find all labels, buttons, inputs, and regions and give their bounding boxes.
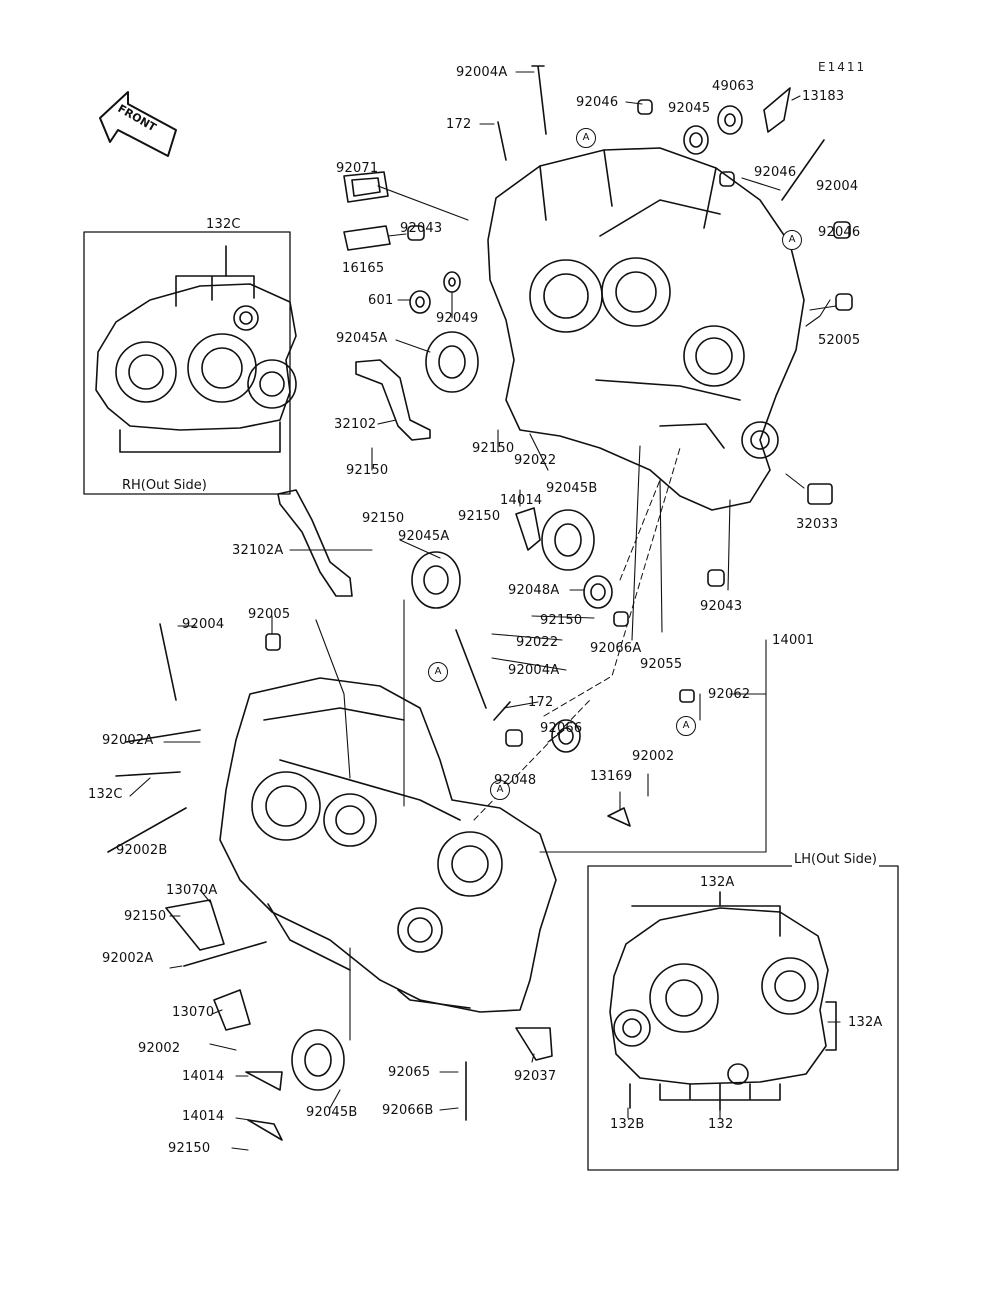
- bearing-49063: [717, 105, 743, 135]
- part-label-13183: 13183: [802, 89, 845, 104]
- front-arrow-icon: [99, 91, 177, 157]
- part-label-92046: 92046: [818, 225, 861, 240]
- part-label-92005: 92005: [248, 607, 291, 622]
- brackets: [165, 87, 791, 1141]
- part-label-92004: 92004: [816, 179, 859, 194]
- part-label-16165: 16165: [342, 261, 385, 276]
- reference-code: E1411: [818, 60, 867, 74]
- leader-lines: [129, 71, 841, 1151]
- part-label-92045b: 92045B: [306, 1105, 358, 1120]
- bearing-92045A-upper: [425, 331, 479, 393]
- oil-pipes: [277, 359, 431, 597]
- part-label-92150: 92150: [168, 1141, 211, 1156]
- part-label-92022: 92022: [514, 453, 557, 468]
- part-label-92002: 92002: [632, 749, 675, 764]
- part-label-92071: 92071: [336, 161, 379, 176]
- part-label-14014: 14014: [182, 1069, 225, 1084]
- part-label-13169: 13169: [590, 769, 633, 784]
- part-label-92004: 92004: [182, 617, 225, 632]
- part-label-172: 172: [528, 695, 554, 710]
- part-label-52005: 52005: [818, 333, 861, 348]
- part-label-92049: 92049: [436, 311, 479, 326]
- part-label-92150: 92150: [124, 909, 167, 924]
- lower-crankcase-half: [219, 677, 557, 1013]
- part-label-14014: 14014: [182, 1109, 225, 1124]
- part-label-92150: 92150: [472, 441, 515, 456]
- part-label-92002a: 92002A: [102, 951, 154, 966]
- part-label-92065: 92065: [388, 1065, 431, 1080]
- part-label-92043: 92043: [700, 599, 743, 614]
- part-label-92150: 92150: [362, 511, 405, 526]
- assembly-lines: [473, 447, 681, 821]
- part-label-132a: 132A: [848, 1015, 883, 1030]
- part-label-13070a: 13070A: [166, 883, 218, 898]
- callout-a-marker: A: [676, 716, 696, 736]
- part-label-92066a: 92066A: [590, 641, 642, 656]
- part-label-132c: 132C: [206, 217, 241, 232]
- part-label-92150: 92150: [346, 463, 389, 478]
- part-label-92004a: 92004A: [456, 65, 508, 80]
- part-label-13070: 13070: [172, 1005, 215, 1020]
- part-label-92046: 92046: [576, 95, 619, 110]
- seal-92049: [443, 271, 461, 293]
- bearing-92048: [551, 719, 581, 753]
- part-label-92055: 92055: [640, 657, 683, 672]
- callout-a-marker: A: [782, 230, 802, 250]
- gasket-92071: [343, 171, 389, 203]
- part-label-132c: 132C: [88, 787, 123, 802]
- rh-inset-frame: [83, 231, 291, 495]
- part-label-601: 601: [368, 293, 394, 308]
- part-label-32102: 32102: [334, 417, 377, 432]
- part-label-132: 132: [708, 1117, 734, 1132]
- lh-crankcase-outline: [609, 891, 837, 1111]
- upper-crankcase-half: [487, 147, 805, 511]
- lh-outside-title: LH(Out Side): [792, 852, 879, 867]
- part-label-92045: 92045: [668, 101, 711, 116]
- part-label-92002b: 92002B: [116, 843, 168, 858]
- bearing-92045B-upper: [541, 509, 595, 571]
- bearing-92045B-lower: [291, 1029, 345, 1091]
- part-label-92037: 92037: [514, 1069, 557, 1084]
- part-label-92066b: 92066B: [382, 1103, 434, 1118]
- bearing-92045A-lower: [411, 551, 461, 609]
- callout-a-marker: A: [490, 780, 510, 800]
- part-label-92043: 92043: [400, 221, 443, 236]
- callout-a-marker: A: [428, 662, 448, 682]
- rh-outside-title: RH(Out Side): [120, 478, 209, 493]
- part-label-92022: 92022: [516, 635, 559, 650]
- part-label-14001: 14001: [772, 633, 815, 648]
- bearing-92045: [683, 125, 709, 155]
- gasket-16165: [343, 225, 391, 251]
- part-label-32102a: 32102A: [232, 543, 284, 558]
- part-label-92046: 92046: [754, 165, 797, 180]
- part-label-92045a: 92045A: [398, 529, 450, 544]
- part-label-132b: 132B: [610, 1117, 645, 1132]
- part-label-92062: 92062: [708, 687, 751, 702]
- part-label-92045b: 92045B: [546, 481, 598, 496]
- part-label-92150: 92150: [458, 509, 501, 524]
- part-label-92048: 92048: [494, 773, 537, 788]
- studs-and-bolts: [107, 65, 825, 1121]
- part-label-172: 172: [446, 117, 472, 132]
- callout-a-marker: A: [576, 128, 596, 148]
- seal-601: [409, 290, 431, 314]
- part-label-92048a: 92048A: [508, 583, 560, 598]
- bearing-92048A: [583, 575, 613, 609]
- part-label-49063: 49063: [712, 79, 755, 94]
- part-label-92002: 92002: [138, 1041, 181, 1056]
- bushings: [265, 99, 853, 747]
- lh-inset-frame: [587, 865, 899, 1171]
- part-label-92045a: 92045A: [336, 331, 388, 346]
- part-label-92066: 92066: [540, 721, 583, 736]
- part-label-92004a: 92004A: [508, 663, 560, 678]
- part-label-92002a: 92002A: [102, 733, 154, 748]
- part-label-132a: 132A: [700, 875, 735, 890]
- part-label-92150: 92150: [540, 613, 583, 628]
- part-label-32033: 32033: [796, 517, 839, 532]
- part-label-14014: 14014: [500, 493, 543, 508]
- rh-crankcase-outline: [95, 245, 297, 453]
